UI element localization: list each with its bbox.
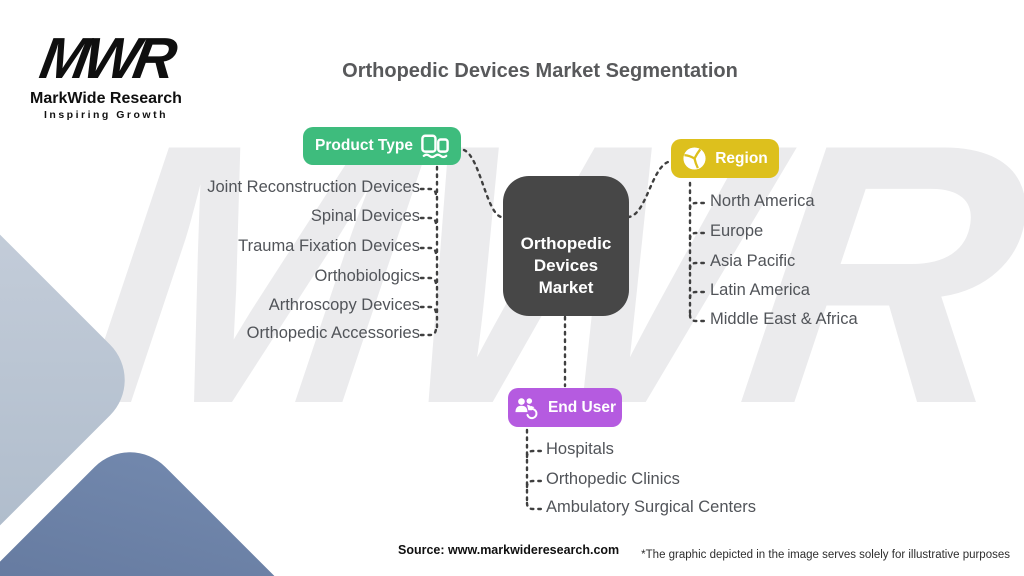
product-type-badge: Product Type (303, 127, 461, 165)
central-node-line: Devices (533, 255, 599, 275)
product-type-item: Spinal Devices (310, 207, 420, 225)
product-type-item: Joint Reconstruction Devices (207, 178, 420, 196)
product-type-item: Arthroscopy Devices (268, 296, 420, 314)
page-title: Orthopedic Devices Market Segmentation (342, 60, 738, 82)
logo-name: MarkWide Research (30, 90, 182, 107)
end-user-badge: End User (508, 388, 622, 427)
region-item: Europe (710, 222, 764, 240)
region-item: Latin America (710, 281, 810, 299)
region-label: Region (715, 149, 768, 167)
central-node-line: Orthopedic (520, 234, 612, 253)
devices-icon (421, 134, 449, 159)
end-user-item: Ambulatory Surgical Centers (546, 498, 757, 516)
logo-monogram: MWR (35, 26, 177, 91)
region-item: Middle East & Africa (710, 310, 858, 328)
region-badge: Region (671, 139, 779, 178)
globe-icon (682, 146, 707, 171)
product-type-item: Orthobiologics (314, 267, 420, 285)
region-item: Asia Pacific (710, 252, 796, 270)
markwide-logo: MWR MarkWide Research Inspiring Growth (28, 26, 184, 121)
product-type-item: Orthopedic Accessories (246, 324, 420, 342)
product-type-item: Trauma Fixation Devices (238, 237, 420, 255)
disclaimer-text: *The graphic depicted in the image serve… (641, 549, 1010, 561)
central-market-node: Orthopedic Devices Market (503, 176, 629, 316)
central-node-line: Market (538, 277, 594, 297)
logo-tagline: Inspiring Growth (44, 109, 168, 121)
end-user-item: Orthopedic Clinics (546, 470, 680, 488)
product-type-label: Product Type (315, 137, 413, 154)
end-user-label: End User (547, 398, 617, 416)
users-refresh-icon (514, 396, 540, 420)
source-text: Source: www.markwideresearch.com (398, 543, 620, 557)
end-user-item: Hospitals (546, 440, 614, 458)
region-item: North America (710, 192, 815, 210)
